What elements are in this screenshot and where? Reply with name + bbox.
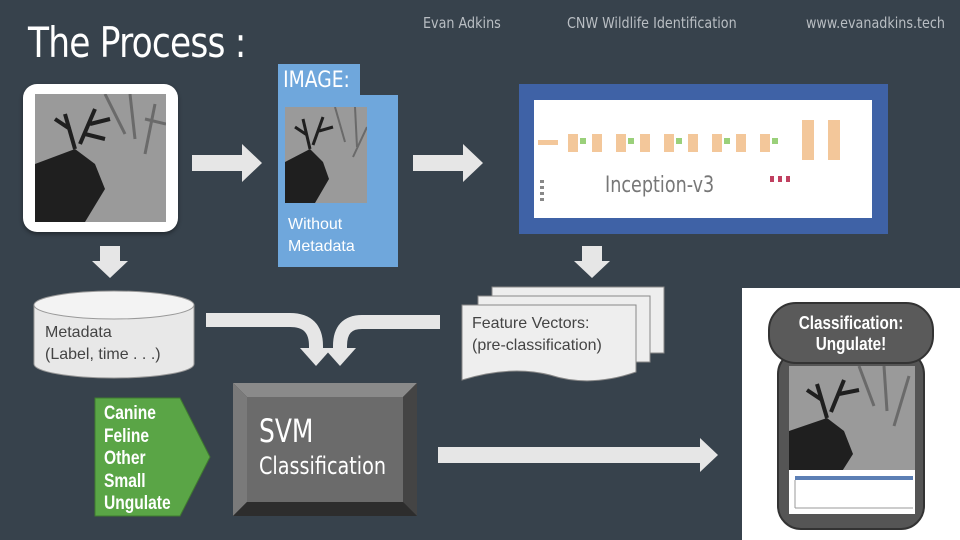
image-caption: Without Metadata <box>288 214 355 258</box>
feature-vectors-text: Feature Vectors: (pre-classification) <box>472 313 602 357</box>
feature-vectors-stack <box>461 286 665 382</box>
feature-vectors-line2: (pre-classification) <box>472 337 602 354</box>
feature-vectors-line1: Feature Vectors: <box>472 315 590 332</box>
metadata-cylinder <box>33 290 195 379</box>
metadata-text: Metadata (Label, time . . .) <box>45 322 161 366</box>
slide-title: The Process : <box>28 18 246 67</box>
inception-diagram <box>534 100 872 218</box>
class-item: Feline <box>104 425 150 447</box>
arrow-image-to-inception <box>413 144 483 182</box>
elk-photo <box>35 94 166 222</box>
project-name: CNW Wildlife Identification <box>567 14 737 32</box>
inception-label: Inception-v3 <box>605 173 715 198</box>
svm-subtitle: Classification <box>259 452 387 480</box>
source-photo-frame <box>23 84 178 232</box>
classes-pentagon <box>94 397 211 517</box>
author-name: Evan Adkins <box>423 14 501 32</box>
class-item: Small <box>104 470 146 492</box>
image-caption-line2: Metadata <box>288 238 355 255</box>
arrow-photo-to-metadata <box>92 246 128 278</box>
metadata-line2: (Label, time . . .) <box>45 346 161 363</box>
class-item: Other <box>104 448 146 469</box>
arrow-photo-to-image <box>192 144 262 182</box>
class-item: Ungulate <box>104 493 171 514</box>
image-tab: IMAGE: <box>278 64 360 100</box>
website-link: www.evanadkins.tech <box>806 14 946 32</box>
class-list: Canine Feline Other Small Ungulate <box>104 403 171 516</box>
metadata-line1: Metadata <box>45 324 112 341</box>
image-tab-label: IMAGE: <box>283 68 350 93</box>
result-chart-thumb <box>789 470 915 514</box>
class-item: Canine <box>104 403 156 424</box>
result-line1: Classification: <box>798 313 904 333</box>
elk-thumbnail <box>285 107 367 203</box>
result-photo <box>789 366 915 484</box>
result-line2: Ungulate! <box>815 334 887 354</box>
arrow-svm-to-result <box>438 438 718 472</box>
svm-box <box>233 383 417 516</box>
arrow-features-to-svm <box>333 315 440 350</box>
result-card <box>777 350 925 530</box>
result-label: Classification: Ungulate! <box>768 302 934 364</box>
image-panel <box>278 95 398 267</box>
arrow-inception-to-features <box>574 246 610 278</box>
arrow-metadata-to-svm <box>206 313 323 350</box>
svm-title: SVM <box>259 412 314 450</box>
image-caption-line1: Without <box>288 216 343 233</box>
